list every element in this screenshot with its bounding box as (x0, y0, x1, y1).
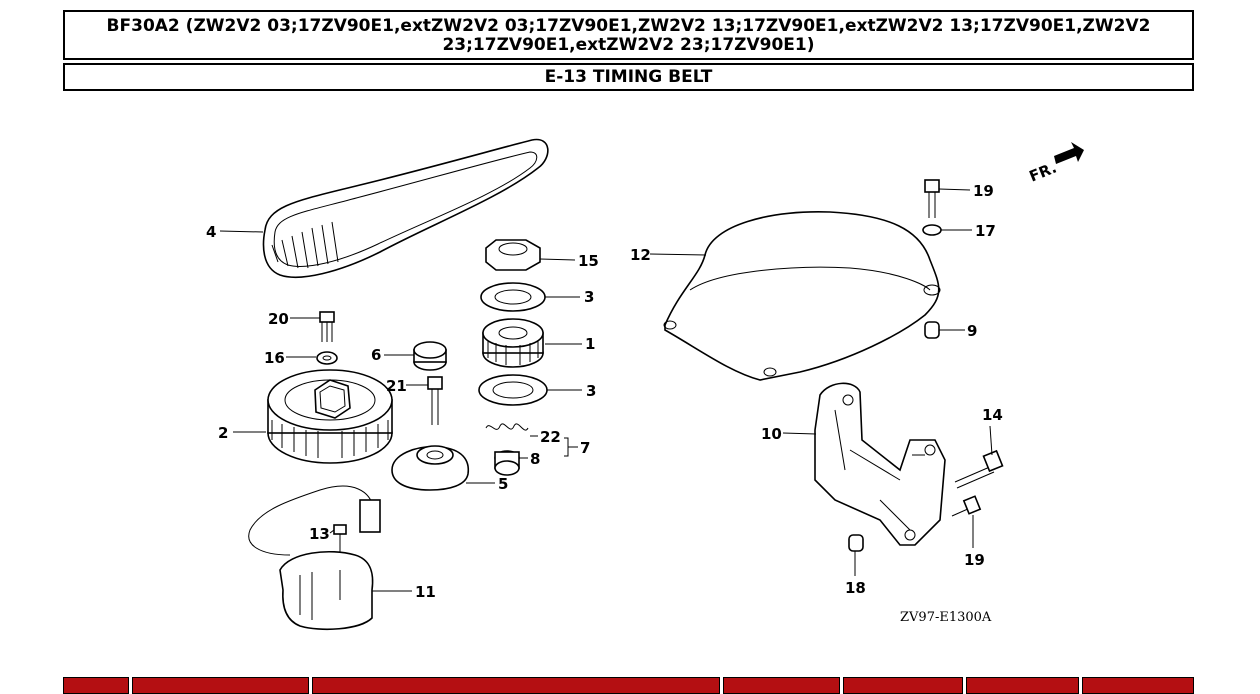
callout-7: 7 (580, 439, 590, 457)
callout-19-lower: 19 (964, 551, 985, 569)
timing-belt-drawing (262, 138, 549, 278)
table-header-cell (63, 677, 129, 694)
pulser-coil-11-drawing (248, 485, 381, 631)
callout-16: 16 (264, 349, 285, 367)
bolt-21-drawing (427, 376, 443, 425)
cap-6-drawing (413, 341, 447, 371)
callout-13: 13 (309, 525, 330, 543)
callout-3a: 3 (584, 288, 594, 306)
model-title: BF30A2 (ZW2V2 03;17ZV90E1,extZW2V2 03;17… (63, 10, 1194, 60)
collar-18-drawing (848, 534, 864, 552)
callout-8: 8 (530, 450, 540, 468)
model-title-line2: 23;17ZV90E1,extZW2V2 23;17ZV90E1) (442, 35, 815, 55)
callout-18: 18 (845, 579, 866, 597)
drawing-code: ZV97-E1300A (900, 610, 992, 625)
callout-11: 11 (415, 583, 436, 601)
callout-12: 12 (630, 246, 651, 264)
table-header-bar (63, 677, 1194, 694)
callout-3b: 3 (586, 382, 596, 400)
table-header-cell (966, 677, 1079, 694)
callout-10: 10 (761, 425, 782, 443)
callout-19-top: 19 (973, 182, 994, 200)
section-title: E-13 TIMING BELT (63, 63, 1194, 91)
table-header-cell (312, 677, 720, 694)
callout-17: 17 (975, 222, 996, 240)
callout-1: 1 (585, 335, 595, 353)
tensioner-5-drawing (391, 445, 470, 491)
model-title-line1: BF30A2 (ZW2V2 03;17ZV90E1,extZW2V2 03;17… (106, 16, 1151, 36)
leader-lines (219, 188, 993, 592)
callout-21: 21 (386, 377, 407, 395)
table-header-cell (1082, 677, 1194, 694)
collar-9-drawing (924, 321, 940, 339)
callout-4: 4 (206, 223, 216, 241)
callout-labels: 4 15 3 1 3 2 20 16 6 21 22 8 7 5 13 11 1… (206, 182, 1003, 601)
table-header-cell (843, 677, 963, 694)
callout-6: 6 (371, 346, 381, 364)
sprocket-stack-drawing (478, 239, 548, 406)
callout-2: 2 (218, 424, 228, 442)
spring-22-drawing (485, 423, 529, 476)
bracket-10-drawing (814, 382, 946, 546)
bolt-20-drawing (316, 311, 338, 365)
table-header-cell (132, 677, 309, 694)
callout-15: 15 (578, 252, 599, 270)
front-direction-label: FR. (1027, 159, 1060, 186)
callout-14: 14 (982, 406, 1003, 424)
table-header-cell (723, 677, 840, 694)
belt-cover-12-drawing (663, 211, 941, 381)
callout-20: 20 (268, 310, 289, 328)
callout-5: 5 (498, 475, 508, 493)
pulley-drawing (267, 369, 393, 464)
bolt-19-top-drawing (922, 179, 942, 236)
bolt-14-drawing (954, 449, 1004, 489)
bolt-19-lower-drawing (951, 495, 982, 517)
screw-13-drawing (333, 524, 347, 552)
front-direction-icon: FR. (1027, 142, 1084, 186)
callout-22: 22 (540, 428, 561, 446)
callout-9: 9 (967, 322, 977, 340)
